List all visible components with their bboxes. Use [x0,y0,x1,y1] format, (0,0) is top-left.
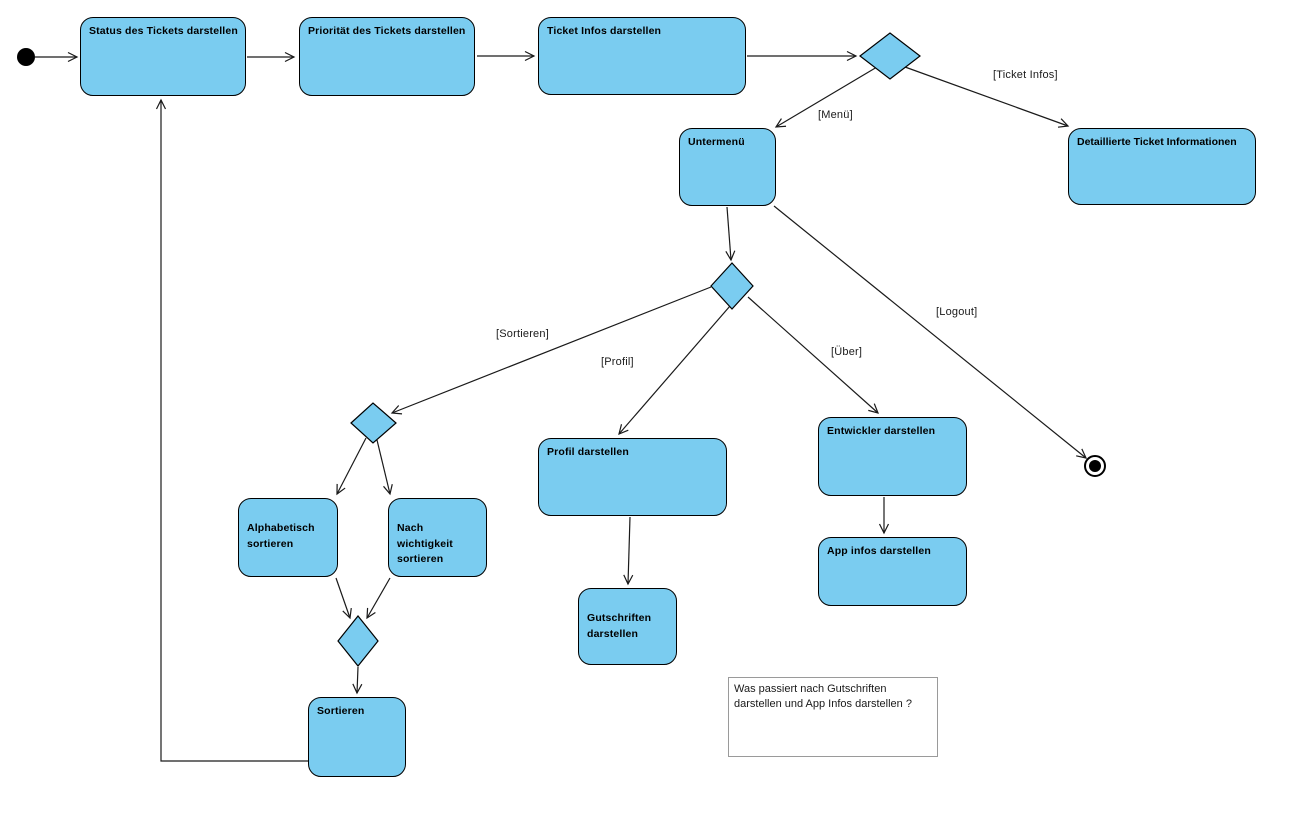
activity-label: Priorität des Tickets darstellen [308,25,466,37]
edge-decision3-to-nachwichtigkeit [376,439,393,496]
edge-profil-to-gutschriften [623,516,634,586]
edge-alphabetisch-to-merge [335,577,352,620]
edge-decision1-to-untermenue [774,66,878,128]
edge-label-sortieren: [Sortieren] [496,328,549,340]
initial-state-node[interactable] [17,48,35,66]
activity-label: Sortieren [317,705,365,717]
edge-label-logout: [Logout] [936,306,978,318]
decision-node-ticket-menu[interactable] [859,32,921,80]
edge-untermenue-to-final [773,205,1088,459]
activity-entwickler-darstellen[interactable]: Entwickler darstellen [818,417,967,496]
edge-sortieren-loop-to-status [155,98,308,762]
final-state-node[interactable] [1084,455,1106,477]
merge-node-sortieren[interactable] [337,615,379,667]
activity-label: Status des Tickets darstellen [89,25,238,37]
edge-decision2-to-decision3 [390,286,712,415]
edge-decision3-to-alphabetisch [336,437,367,496]
activity-label: Detaillierte Ticket Informationen [1077,136,1237,148]
edge-label-menue: [Menü] [818,109,853,121]
activity-sortieren[interactable]: Sortieren [308,697,406,777]
edge-nachwichtigkeit-to-merge [366,577,391,620]
activity-ticket-infos[interactable]: Ticket Infos darstellen [538,17,746,95]
activity-label: Profil darstellen [547,446,629,458]
activity-label: Nach wichtigkeit sortieren [397,521,453,566]
edge-untermenue-to-decision2 [725,206,736,262]
edge-merge-to-sortieren [352,666,363,695]
activity-label: App infos darstellen [827,545,931,557]
activity-prioritaet-des-tickets[interactable]: Priorität des Tickets darstellen [299,17,475,96]
note-text: Was passiert nach Gutschriften darstelle… [734,683,912,711]
activity-app-infos-darstellen[interactable]: App infos darstellen [818,537,967,606]
final-state-dot-icon [1089,460,1101,472]
activity-profil-darstellen[interactable]: Profil darstellen [538,438,727,516]
decision-node-untermenue[interactable] [710,262,754,310]
activity-label: Ticket Infos darstellen [547,25,662,37]
activity-label: Gutschriften darstellen [587,611,652,640]
edge-label-profil: [Profil] [601,356,634,368]
activity-status-des-tickets[interactable]: Status des Tickets darstellen [80,17,246,96]
activity-detaillierte-ticket-informationen[interactable]: Detaillierte Ticket Informationen [1068,128,1256,205]
activity-label: Entwickler darstellen [827,425,936,437]
activity-untermenue[interactable]: Untermenü [679,128,776,206]
activity-label: Untermenü [688,136,745,148]
edge-decision2-to-entwickler [747,296,880,414]
edge-decision1-to-detail [904,66,1070,128]
decision-node-sortieren[interactable] [350,402,397,444]
edge-label-ticket-infos: [Ticket Infos] [993,69,1058,81]
activity-nach-wichtigkeit-sortieren[interactable]: Nach wichtigkeit sortieren [388,498,487,577]
note-box[interactable]: Was passiert nach Gutschriften darstelle… [728,677,938,757]
activity-gutschriften-darstellen[interactable]: Gutschriften darstellen [578,588,677,665]
edge-decision2-to-profil [618,305,731,436]
activity-label: Alphabetisch sortieren [247,521,315,550]
edge-label-ueber: [Über] [831,346,863,358]
activity-alphabetisch-sortieren[interactable]: Alphabetisch sortieren [238,498,338,577]
